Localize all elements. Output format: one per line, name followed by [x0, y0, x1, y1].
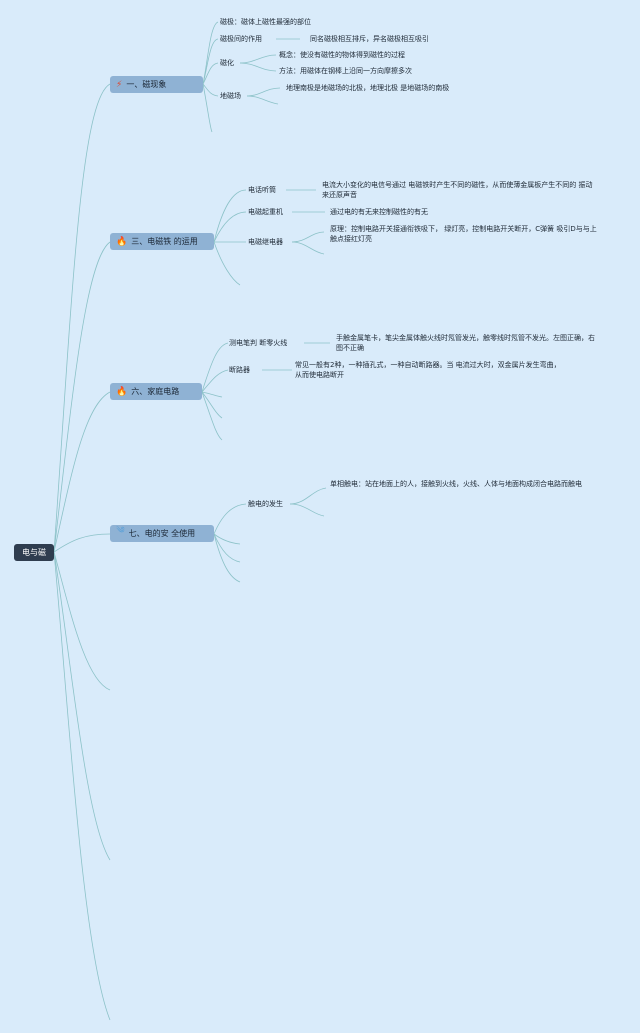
branch-label: 六、家庭电路 — [131, 387, 180, 396]
leaf-magnetization-concept[interactable]: 概念：使没有磁性的物体得到磁性的过程 — [279, 51, 405, 59]
leaf-geomagnetic-detail[interactable]: 地理南极是地磁场的北极，地理北极 是地磁场的南极 — [286, 84, 450, 92]
leaf-relay-detail[interactable]: 原理：控制电路开关接通衔铁吸下， 绿灯亮，控制电路开关断开，C弹簧 吸引D与与上… — [330, 225, 597, 243]
root-node[interactable]: 电与磁 — [14, 544, 54, 561]
leaf-pole-interaction-detail[interactable]: 同名磁极相互排斥，异名磁极相互吸引 — [310, 35, 429, 43]
branch-label: 七、电的安 全使用 — [128, 529, 196, 538]
branch-label: 三、电磁铁 的运用 — [131, 237, 198, 246]
topic-magnetization[interactable]: 磁化 — [220, 59, 234, 67]
topic-electric-shock[interactable]: 触电的发生 — [248, 500, 283, 508]
leaf-breaker-detail[interactable]: 常见一般有2种，一种插孔式，一种自动断路器。当 电流过大时，双金属片发生弯曲，从… — [295, 361, 561, 379]
topic-circuit-breaker[interactable]: 断路器 — [229, 366, 250, 374]
branch-node-household-circuit[interactable]: 🔥 六、家庭电路 — [110, 383, 202, 400]
branch-label: 一、磁现象 — [126, 80, 167, 89]
leaf-crane-detail[interactable]: 通过电的有无来控制磁性的有无 — [330, 208, 428, 216]
topic-telephone-receiver[interactable]: 电话听筒 — [248, 186, 276, 194]
leaf-magnetic-pole[interactable]: 磁极：磁体上磁性最强的部位 — [220, 18, 311, 26]
branch-node-magnetic-phenomena[interactable]: ⚡ 一、磁现象 — [110, 76, 203, 93]
topic-pole-interaction[interactable]: 磁极间的作用 — [220, 35, 262, 43]
lightning-icon: ⚡ — [116, 79, 123, 90]
topic-relay[interactable]: 电磁继电器 — [248, 238, 283, 246]
branch-node-electromagnet[interactable]: 🔥 三、电磁铁 的运用 — [110, 233, 214, 250]
fire-icon: 🔥 — [116, 386, 128, 397]
leaf-magnetization-method[interactable]: 方法：用磁体在钢棒上沿同一方向摩擦多次 — [279, 67, 412, 75]
topic-test-pen[interactable]: 测电笔判 断零火线 — [229, 339, 288, 347]
leaf-telephone-detail[interactable]: 电流大小变化的电信号通过 电磁铁时产生不同的磁性，从而使薄金属板产生不同的 振动… — [322, 181, 593, 199]
topic-electromagnetic-crane[interactable]: 电磁起重机 — [248, 208, 283, 216]
topic-geomagnetic-field[interactable]: 地磁场 — [220, 92, 241, 100]
wind-icon: ༄ — [116, 526, 125, 536]
branch-node-electrical-safety[interactable]: ༄ 七、电的安 全使用 — [110, 525, 214, 542]
leaf-test-pen-detail[interactable]: 手触金属笔卡，笔尖金属体触火线时氖管发光，触零线时氖管不发光。左图正确，右图不正… — [336, 334, 595, 352]
fire-icon: 🔥 — [116, 236, 128, 247]
leaf-shock-detail[interactable]: 单相触电：站在地面上的人，接触到火线，火线、人体与地面构成闭合电路而触电 — [330, 480, 582, 488]
